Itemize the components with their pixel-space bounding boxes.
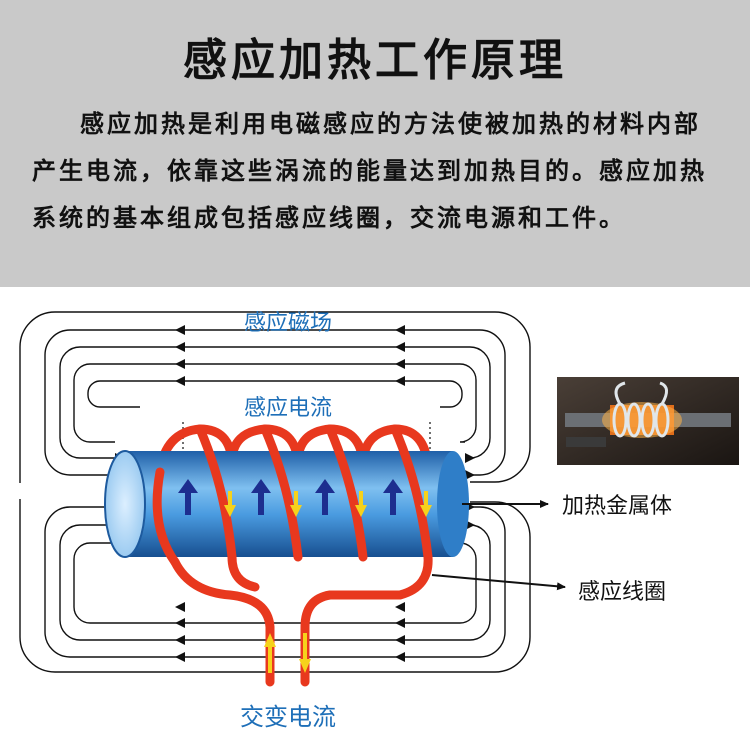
label-ac-current: 交变电流: [240, 703, 336, 731]
label-heated-metal: 加热金属体: [562, 494, 672, 519]
induction-heating-diagram: 感应磁场 感应电流 加热金属体 感应线圈 交变电流: [0, 287, 750, 750]
coil-current-arrows: [224, 491, 432, 673]
magnetic-field-lines-upper: [19, 311, 531, 483]
heating-photo: [557, 377, 739, 465]
description-text: 感应加热是利用电磁感应的方法使被加热的材料内部产生电流，依靠这些涡流的能量达到加…: [32, 109, 707, 232]
label-pointers: [431, 500, 566, 591]
page-title: 感应加热工作原理: [183, 35, 567, 86]
coil-front: [152, 424, 433, 687]
label-induced-current: 感应电流: [244, 396, 332, 421]
header-panel: 感应加热工作原理 感应加热是利用电磁感应的方法使被加热的材料内部产生电流，依靠这…: [0, 0, 750, 287]
eddy-current-arrows: [178, 479, 403, 515]
magnetic-field-lines-lower: [19, 499, 531, 673]
label-magnetic-field: 感应磁场: [244, 311, 332, 336]
label-induction-coil: 感应线圈: [578, 580, 666, 605]
diagram-svg: 感应磁场 感应电流 加热金属体 感应线圈 交变电流: [19, 311, 739, 731]
